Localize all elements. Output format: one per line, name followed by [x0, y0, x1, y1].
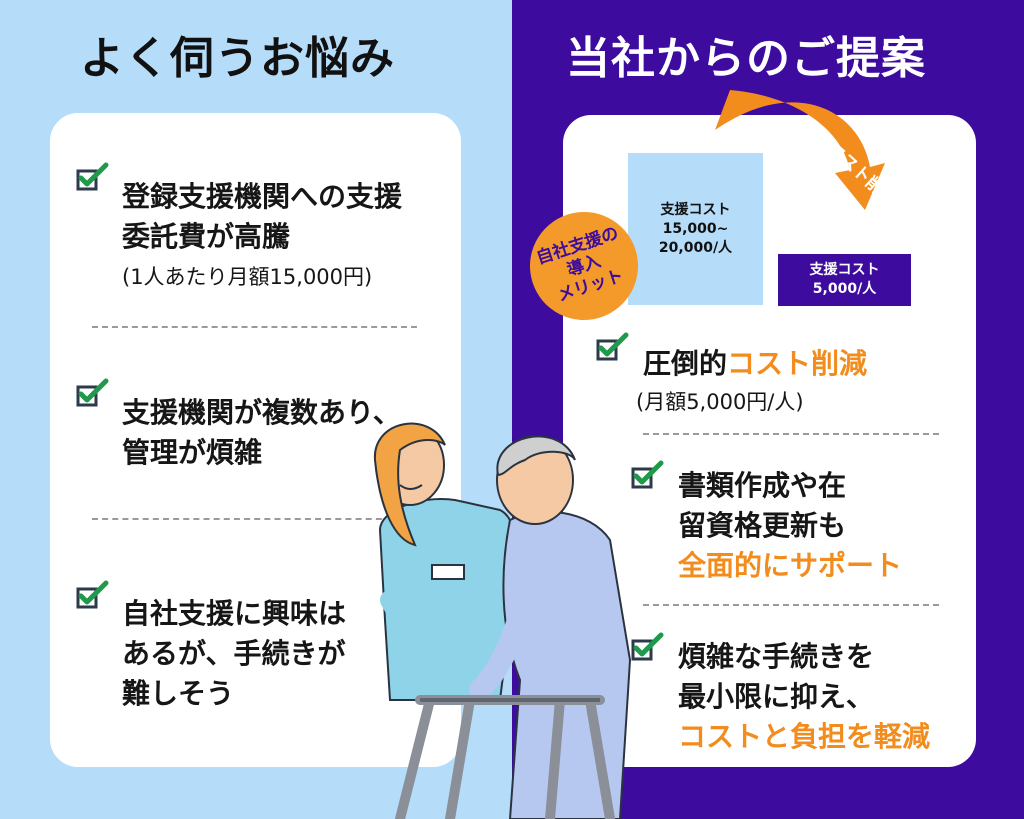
concern-2-line1: 支援機関が複数あり、 — [122, 396, 401, 429]
divider — [92, 326, 417, 328]
checkbox-check-icon — [631, 460, 664, 489]
current-cost-value: 15,000~ — [662, 220, 729, 237]
proposal-3-line2: 最小限に抑え、 — [678, 680, 875, 713]
concern-2-line2: 管理が煩雑 — [122, 436, 263, 469]
new-cost-box: 支援コスト 5,000/人 — [778, 254, 911, 306]
concern-3-line1: 自社支援に興味は — [122, 597, 347, 630]
caregiver-illustration — [373, 422, 632, 819]
concern-1-line1: 登録支援機関への支援 — [122, 180, 403, 213]
left-title: よく伺うお悩み — [80, 33, 395, 84]
proposal-3-highlight: コストと負担を軽減 — [678, 720, 931, 753]
current-cost-label: 支援コスト — [660, 201, 731, 218]
proposal-1-highlight: コスト削減 — [727, 347, 868, 380]
concern-1-line2: 委託費が高騰 — [122, 220, 291, 253]
current-cost-value-2: 20,000/人 — [658, 239, 733, 256]
new-cost-label: 支援コスト — [809, 262, 880, 278]
cost-reduction-arrow-icon — [715, 90, 885, 210]
proposal-2-line2: 留資格更新も — [678, 509, 847, 542]
checkbox-check-icon — [76, 162, 109, 191]
new-cost-value: 5,000/人 — [812, 281, 877, 297]
proposal-2-highlight: 全面的にサポート — [678, 549, 903, 582]
checkbox-check-icon — [76, 378, 109, 407]
divider — [643, 604, 939, 606]
checkbox-check-icon — [596, 332, 629, 361]
proposal-1-heading: 圧倒的コスト削減 — [643, 344, 867, 384]
proposal-3-line1: 煩雑な手続きを — [678, 640, 875, 673]
right-title: 当社からのご提案 — [566, 33, 926, 84]
proposal-1-prefix: 圧倒的 — [643, 347, 728, 380]
current-cost-box: 支援コスト 15,000~ 20,000/人 — [628, 153, 763, 305]
concern-3-line2: あるが、手続きが — [122, 637, 346, 670]
concern-3-line3: 難しそう — [122, 677, 235, 710]
proposal-1-note: (月額5,000円/人) — [636, 390, 804, 414]
divider — [643, 433, 939, 435]
divider — [92, 518, 392, 520]
concern-1-note: (1人あたり月額15,000円) — [122, 265, 373, 289]
proposal-2-line1: 書類作成や在 — [678, 469, 847, 502]
checkbox-check-icon — [76, 580, 109, 609]
checkbox-check-icon — [631, 632, 664, 661]
